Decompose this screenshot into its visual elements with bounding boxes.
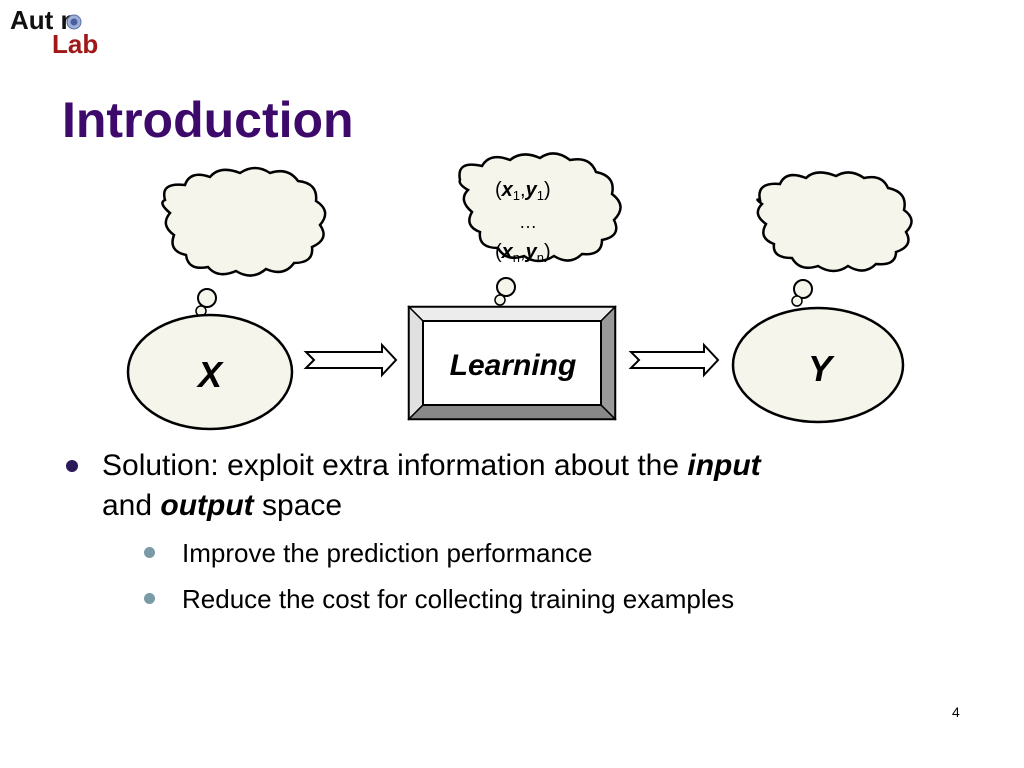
main-bullet-text-and: and [102, 489, 161, 522]
thought-cloud-left [161, 166, 327, 317]
learning-diagram: (x1,y1) … (xn,yn) X Learning Y [126, 152, 913, 431]
emph-input: input [687, 449, 761, 482]
data-line-last: (xn,yn) [495, 241, 551, 265]
sub-bullet-dot-icon [144, 593, 155, 604]
emph-output: output [160, 489, 254, 522]
logo-text-lab: Lab [52, 29, 99, 59]
main-bullet-text-start: Solution: exploit extra information abou… [102, 449, 688, 482]
sub-bullet-text: Reduce the cost for collecting training … [182, 584, 735, 614]
sub-bullet-item: Reduce the cost for collecting training … [102, 576, 960, 622]
thought-cloud-right [756, 171, 913, 307]
arrow-input-to-learning [303, 342, 398, 378]
learning-box [407, 305, 617, 421]
auton-lab-logo: Aut n Lab [10, 6, 110, 58]
slide-title: Introduction [62, 92, 354, 148]
logo-eye-icon [66, 14, 82, 30]
input-space-label: X [196, 354, 224, 395]
data-line-first: (x1,y1) [495, 179, 551, 203]
bullet-list: Solution: exploit extra information abou… [60, 446, 960, 622]
output-space-ellipse [731, 306, 905, 424]
data-line-ellipsis: … [519, 212, 537, 232]
output-space-label: Y [808, 348, 835, 389]
page-number: 4 [952, 704, 960, 720]
sub-bullet-text: Improve the prediction performance [182, 538, 593, 568]
thought-cloud-data [458, 152, 622, 306]
main-bullet-text-end: space [253, 489, 343, 522]
sub-bullet-list: Improve the prediction performance Reduc… [102, 530, 960, 622]
arrow-learning-to-output [628, 342, 720, 378]
logo-text-auton: Aut n [10, 5, 77, 35]
sub-bullet-dot-icon [144, 547, 155, 558]
sub-bullet-item: Improve the prediction performance [102, 530, 960, 576]
learning-label: Learning [450, 349, 577, 382]
bullet-dot-icon [66, 460, 78, 472]
main-bullet: Solution: exploit extra information abou… [60, 446, 960, 622]
input-space-ellipse [126, 313, 294, 431]
